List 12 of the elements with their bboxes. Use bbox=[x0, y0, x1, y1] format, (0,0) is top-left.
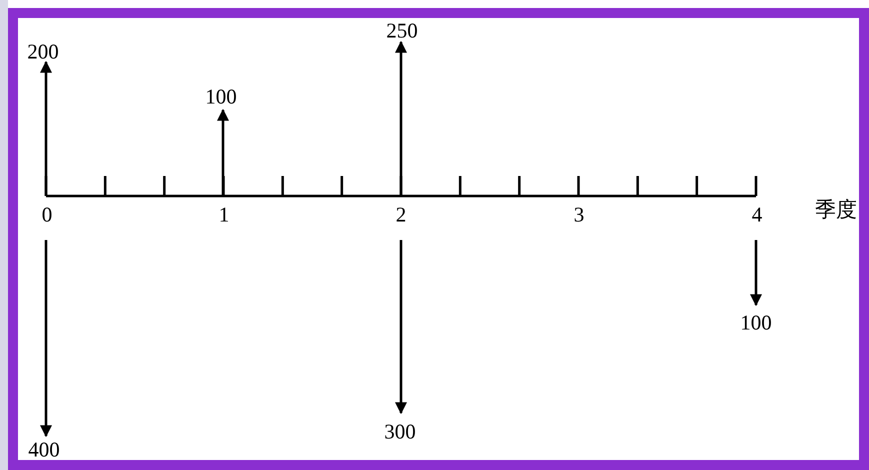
amount-label: 400 bbox=[28, 440, 60, 460]
tick-label: 4 bbox=[752, 204, 762, 226]
tick-label: 2 bbox=[396, 204, 406, 226]
axis-title: 季度 bbox=[815, 200, 857, 220]
amount-label: 100 bbox=[205, 86, 237, 108]
tick-label: 3 bbox=[574, 204, 584, 226]
amount-label: 250 bbox=[386, 20, 418, 42]
amount-label: 300 bbox=[384, 422, 416, 442]
amount-label: 200 bbox=[27, 42, 59, 62]
tick-label: 0 bbox=[42, 204, 52, 226]
tick-label: 1 bbox=[218, 204, 230, 226]
amount-label: 100 bbox=[740, 312, 772, 334]
